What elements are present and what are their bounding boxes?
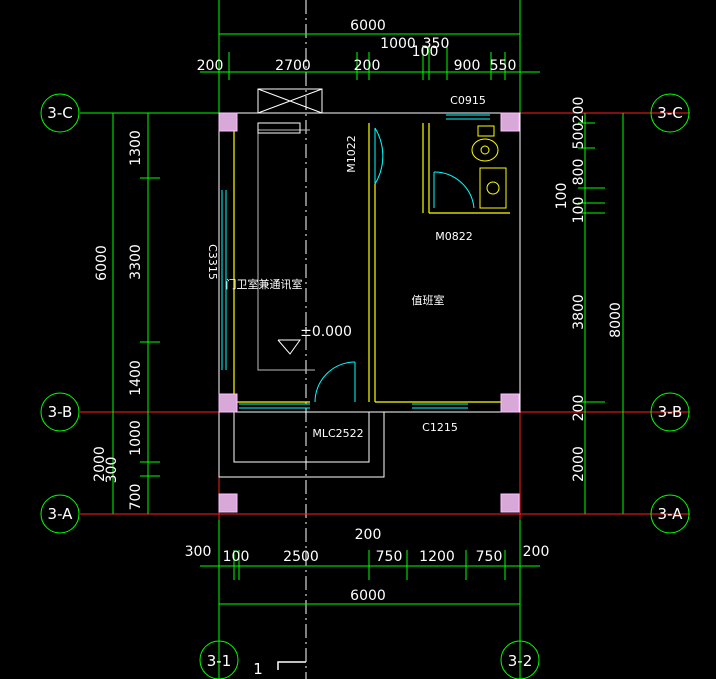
- counter-outline: [257, 122, 315, 371]
- door-label-m1022: M1022: [345, 135, 358, 173]
- toilet-icon: [471, 125, 499, 162]
- dim-left-total: 6000: [94, 245, 110, 281]
- axis-label-3a-right: 3-A: [658, 505, 684, 523]
- dim-left-seg-0: 1300: [128, 130, 144, 166]
- dim-left-seg-5: 700: [128, 484, 144, 511]
- dim-right-seg-5: 3800: [571, 294, 587, 330]
- axis-label-3b-right: 3-B: [658, 403, 683, 421]
- dim-left-seg-2: 1400: [128, 360, 144, 396]
- dim-right-seg-4: 100: [571, 197, 587, 224]
- window-label-c1215: C1215: [422, 421, 458, 434]
- door-label-m0822: M0822: [435, 230, 473, 243]
- section-mark-icon: [277, 661, 306, 670]
- dimension-lines: [80, 0, 624, 679]
- door-label-mlc2522: MLC2522: [312, 427, 363, 440]
- axis-label-3-2: 3-2: [508, 652, 533, 670]
- dim-top-350: 350: [423, 36, 450, 52]
- sink-icon: [479, 167, 507, 209]
- axis-label-3b-left: 3-B: [48, 403, 73, 421]
- window-label-c3315: C3315: [206, 244, 219, 280]
- axis-lines: [80, 70, 690, 560]
- dim-top-row-4: 550: [490, 58, 517, 74]
- dim-bottom-row-5: 750: [476, 549, 503, 565]
- dim-left-seg-1: 3300: [128, 244, 144, 280]
- dim-bottom-total: 6000: [350, 588, 386, 604]
- dim-right-total: 8000: [608, 302, 624, 338]
- dim-right-seg-1: 500: [571, 123, 587, 150]
- axis-label-3c-right: 3-C: [657, 104, 682, 122]
- axis-label-3a-left: 3-A: [48, 505, 74, 523]
- level-marker-icon: [277, 339, 301, 355]
- axis-bubbles: [40, 93, 690, 679]
- dim-top-100: 100: [412, 44, 439, 60]
- dim-bottom-200: 200: [355, 527, 382, 543]
- interior-walls: [233, 123, 510, 403]
- dim-bottom-row-4: 1200: [419, 549, 455, 565]
- dim-left-seg-3: 1000: [128, 420, 144, 456]
- dim-top-1000: 1000: [380, 36, 416, 52]
- axis-label-3-1: 3-1: [207, 652, 232, 670]
- dim-right-seg-3: 100: [554, 183, 570, 210]
- dim-bottom-row-2: 2500: [283, 549, 319, 565]
- dim-top-row-1: 2700: [275, 58, 311, 74]
- dim-right-seg-7: 2000: [571, 446, 587, 482]
- axis-label-3c-left: 3-C: [47, 104, 72, 122]
- outer-walls: [218, 88, 521, 478]
- dim-right-seg-0: 200: [571, 97, 587, 124]
- columns: [218, 112, 520, 513]
- section-mark-label: 1: [253, 660, 263, 678]
- room-label-guard: 门卫室兼通讯室: [226, 277, 303, 291]
- dim-bottom-row-3: 750: [376, 549, 403, 565]
- dim-left-seg-4: 300: [104, 457, 120, 484]
- dim-bottom-row-0: 300: [185, 544, 212, 560]
- dim-right-seg-6: 200: [571, 395, 587, 422]
- dim-top-row-3: 900: [454, 58, 481, 74]
- dim-bottom-row-1: 100: [223, 549, 250, 565]
- level-label: ±0.000: [300, 324, 352, 340]
- dim-top-row-2: 200: [354, 58, 381, 74]
- dim-top-total: 6000: [350, 18, 386, 34]
- dim-right-seg-2: 800: [571, 159, 587, 186]
- room-label-duty: 值班室: [412, 293, 445, 307]
- dim-bottom-row-6: 200: [523, 544, 550, 560]
- dim-top-row-0: 200: [197, 58, 224, 74]
- window-label-c0915: C0915: [450, 94, 486, 107]
- dim-left-low-total: 2000: [92, 446, 108, 482]
- windows: [221, 114, 490, 409]
